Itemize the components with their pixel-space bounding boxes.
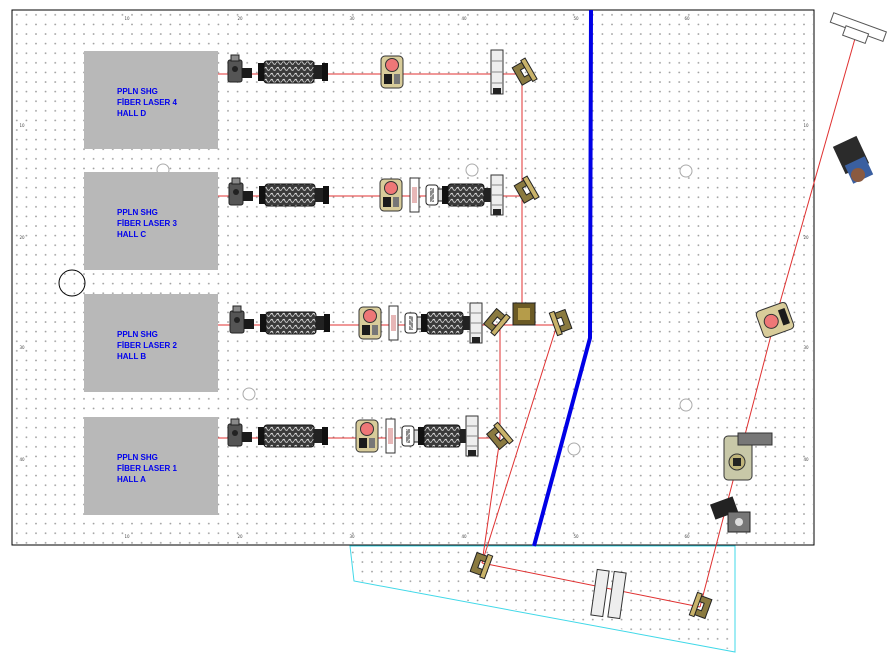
laser-label-line3: HALL A (117, 475, 146, 484)
laser-box: PPLN SHG FİBER LASER 2 HALL B (84, 294, 218, 392)
mounting-hole (679, 398, 693, 412)
lens-tube (259, 183, 329, 207)
bottom-tick-label: 30 (349, 534, 355, 539)
table-scale-ticks: 10 20 30 40 50 60 10 20 30 40 50 60 10 20 30 40 10 20 30 40 (19, 16, 809, 539)
steering-mirror (469, 551, 494, 580)
beam-to-extension (481, 324, 558, 564)
optical-isolator (379, 178, 403, 212)
fiber-collimator (228, 177, 253, 206)
bottom-tick-label: 50 (573, 534, 579, 539)
laser-box: PPLN SHG FİBER LASER 4 HALL D (84, 51, 218, 149)
lens-tube (258, 60, 328, 84)
laser-label-line2: FİBER LASER 3 (117, 219, 178, 228)
lens-mount (469, 302, 483, 344)
bottom-tick-label: 20 (237, 534, 243, 539)
fiber-coupler (723, 432, 773, 481)
steering-mirror (513, 175, 540, 204)
mounting-hole (465, 163, 479, 177)
lens-mount (490, 174, 504, 216)
lens-mount (490, 49, 504, 95)
top-tick-label: 60 (684, 16, 690, 21)
optical-isolator (355, 419, 379, 453)
laser-box: PPLN SHG FİBER LASER 3 HALL C (84, 172, 218, 270)
left-tick-label: 20 (19, 235, 25, 240)
steering-mirror (482, 307, 511, 337)
optical-isolator (755, 301, 795, 339)
mounting-hole (242, 387, 256, 401)
beam-extension-diagonal (481, 562, 701, 608)
left-tick-label: 30 (19, 345, 25, 350)
waveplate-mount (388, 305, 399, 341)
lens-pair (590, 568, 627, 620)
laser-label-line2: FİBER LASER 1 (117, 464, 178, 473)
laser-label-line2: FİBER LASER 2 (117, 341, 178, 350)
fiber-collimator (227, 54, 252, 83)
waveplate-mount (385, 418, 396, 454)
laser-label-line3: HALL B (117, 352, 146, 361)
top-tick-label: 30 (349, 16, 355, 21)
steering-mirror (511, 57, 538, 86)
right-tick-label: 20 (803, 235, 809, 240)
optical-isolator (358, 306, 382, 340)
top-tick-label: 20 (237, 16, 243, 21)
mounting-hole (679, 164, 693, 178)
mounting-hole (567, 442, 581, 456)
right-tick-label: 30 (803, 345, 809, 350)
laser-label-line3: HALL C (117, 230, 146, 239)
laser-label-line1: PPLN SHG (117, 453, 158, 462)
optical-isolator (380, 55, 404, 89)
laser-label-line1: PPLN SHG (117, 208, 158, 217)
laser-label-line1: PPLN SHG (117, 330, 158, 339)
divider-wall-line (532, 9, 593, 547)
bottom-tick-label: 10 (124, 534, 130, 539)
steering-mirror (485, 421, 514, 451)
mounting-holes (58, 163, 693, 456)
fiber-collimator (227, 418, 252, 447)
left-tick-label: 40 (19, 457, 25, 462)
laser-label-line2: FİBER LASER 4 (117, 98, 178, 107)
right-tick-label: 40 (803, 457, 809, 462)
laser-label-line1: PPLN SHG (117, 87, 158, 96)
lens-tube (260, 311, 330, 335)
top-tick-label: 40 (461, 16, 467, 21)
bottom-tick-label: 40 (461, 534, 467, 539)
bottom-tick-label: 60 (684, 534, 690, 539)
left-tick-label: 10 (19, 123, 25, 128)
waveplate-mount (409, 177, 420, 213)
steering-mirror (548, 308, 573, 337)
beam-a-to-extension (481, 437, 501, 564)
periscope-mirror (829, 12, 888, 45)
right-tick-label: 10 (803, 123, 809, 128)
lens-tube (258, 424, 328, 448)
steering-mirror (688, 591, 713, 620)
mounting-hole (58, 269, 86, 297)
beam-combiner (512, 302, 536, 326)
output-head (832, 135, 874, 184)
top-tick-label: 10 (124, 16, 130, 21)
laser-label-line3: HALL D (117, 109, 146, 118)
extension-breadboard (349, 545, 736, 653)
top-tick-label: 50 (573, 16, 579, 21)
detector-mount (709, 496, 751, 533)
lens-mount (465, 415, 479, 457)
fiber-collimator (229, 305, 254, 334)
beam-to-periscope (774, 27, 859, 321)
laser-box: PPLN SHG FİBER LASER 1 HALL A (84, 417, 218, 515)
